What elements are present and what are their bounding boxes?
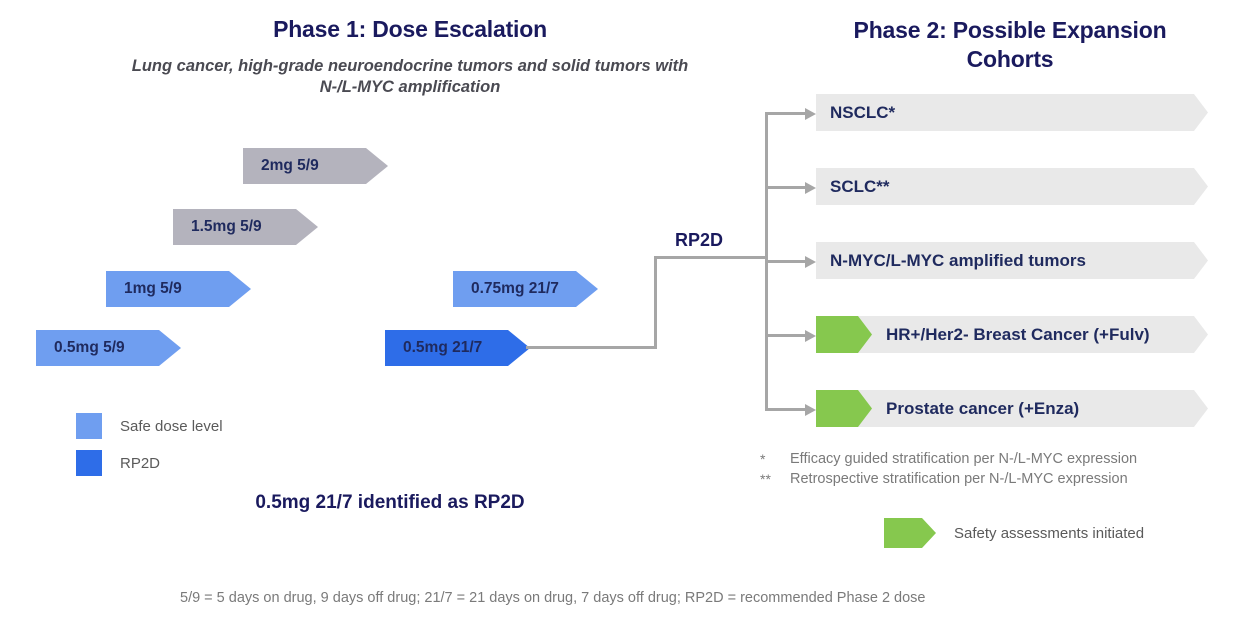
phase2-title: Phase 2: Possible Expansion Cohorts (800, 16, 1220, 74)
phase2-title-line1: Phase 2: Possible Expansion (853, 17, 1167, 43)
cohort-label-nsclc: NSCLC* (830, 102, 896, 122)
legend-label-rp2d: RP2D (120, 454, 161, 472)
dose-arrow-0.5mg-5-9[interactable]: 0.5mg 5/9 (36, 330, 181, 366)
arrowhead-icon-3 (805, 256, 816, 268)
connector-branch-2 (765, 186, 807, 189)
cohort-bar-nmyc-lmyc[interactable]: N-MYC/L-MYC amplified tumors (816, 242, 1208, 279)
dose-arrow-0.75mg-21-7[interactable]: 0.75mg 21/7 (453, 271, 598, 307)
bottom-note: 5/9 = 5 days on drug, 9 days off drug; 2… (180, 590, 926, 606)
cohort-label-breast-cancer: HR+/Her2- Breast Cancer (+Fulv) (886, 324, 1150, 344)
safety-assessment-badge-prostate (816, 390, 872, 427)
legend-item-safe-dose: Safe dose level (76, 413, 223, 439)
connector-branch-4 (765, 334, 807, 337)
legend-label-safety-assessments: Safety assessments initiated (954, 524, 1145, 542)
footnote-text-1: Efficacy guided stratification per N-/L-… (790, 451, 1138, 467)
phase1-title: Phase 1: Dose Escalation (273, 16, 547, 42)
connector-line-from-rp2d (526, 346, 657, 349)
phase1-subtitle: Lung cancer, high-grade neuroendocrine t… (131, 57, 689, 96)
dose-arrow-1mg-5-9[interactable]: 1mg 5/9 (106, 271, 251, 307)
arrowhead-icon-2 (805, 182, 816, 194)
phase2-title-line2: Cohorts (966, 46, 1054, 72)
arrowhead-icon-4 (805, 330, 816, 342)
cohort-bar-breast-cancer[interactable]: HR+/Her2- Breast Cancer (+Fulv) (816, 316, 1208, 353)
connector-branch-5 (765, 408, 807, 411)
cohort-label-prostate-cancer: Prostate cancer (+Enza) (886, 398, 1080, 418)
footnote-mark-2: ** (760, 471, 771, 487)
legend-swatch-safe-dose (76, 413, 102, 439)
legend-item-safety-assessments: Safety assessments initiated (884, 518, 1144, 548)
dose-arrow-1.5mg-5-9[interactable]: 1.5mg 5/9 (173, 209, 318, 245)
legend-swatch-safety-assessments (884, 518, 936, 548)
footnote-1: * Efficacy guided stratification per N-/… (760, 451, 1137, 467)
connector-riser (654, 256, 657, 349)
cohort-label-nmyc-lmyc: N-MYC/L-MYC amplified tumors (830, 250, 1086, 270)
legend-label-safe-dose: Safe dose level (120, 417, 223, 435)
legend-item-rp2d: RP2D (76, 450, 160, 476)
cohort-bar-prostate-cancer[interactable]: Prostate cancer (+Enza) (816, 390, 1208, 427)
cohort-label-sclc: SCLC** (830, 176, 890, 196)
dose-arrow-0.5mg-21-7[interactable]: 0.5mg 21/7 (385, 330, 530, 366)
arrowhead-icon-1 (805, 108, 816, 120)
connector-line-to-trunk (654, 256, 768, 259)
connector-branch-3 (765, 260, 807, 263)
rp2d-label: RP2D (675, 230, 724, 250)
arrowhead-icon-5 (805, 404, 816, 416)
connector-branch-1 (765, 112, 807, 115)
footnote-mark-1: * (760, 451, 766, 467)
dose-arrow-2mg-5-9[interactable]: 2mg 5/9 (243, 148, 388, 184)
cohort-bar-nsclc[interactable]: NSCLC* (816, 94, 1208, 131)
footnote-text-2: Retrospective stratification per N-/L-MY… (790, 471, 1128, 487)
legend-swatch-rp2d (76, 450, 102, 476)
safety-assessment-badge-breast (816, 316, 872, 353)
rp2d-statement: 0.5mg 21/7 identified as RP2D (255, 492, 525, 513)
cohort-bar-sclc[interactable]: SCLC** (816, 168, 1208, 205)
footnote-2: ** Retrospective stratification per N-/L… (760, 471, 1128, 487)
